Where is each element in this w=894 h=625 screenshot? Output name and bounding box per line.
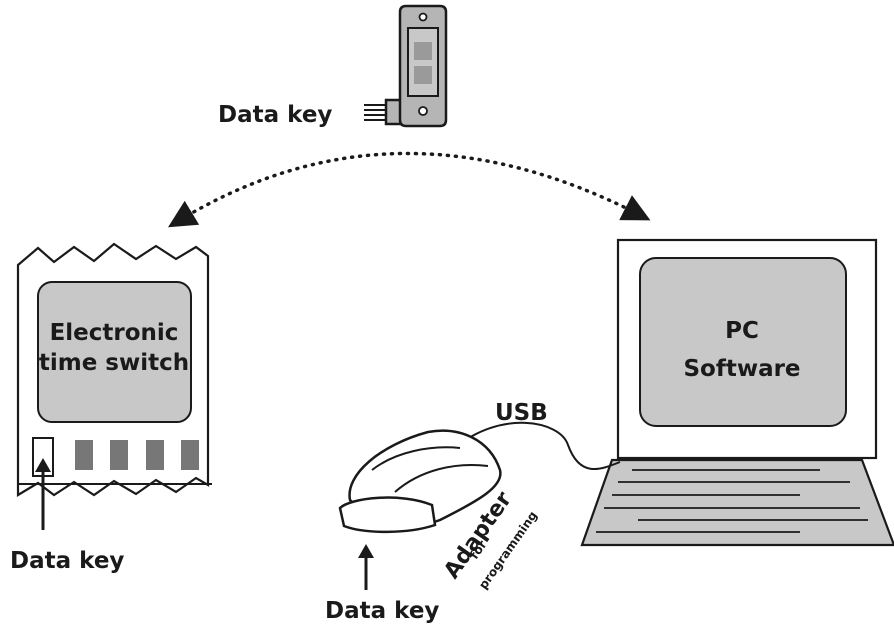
data-key-device xyxy=(364,4,448,128)
usb-cable xyxy=(454,421,621,471)
data-key-window xyxy=(407,27,439,97)
transfer-arrow xyxy=(168,151,651,228)
time-switch-button-2 xyxy=(110,440,128,470)
monitor-screen xyxy=(639,257,847,427)
switch-key-arrow-head xyxy=(35,458,51,472)
time-switch-label-line1: Electronic xyxy=(50,320,179,346)
usb-label: USB xyxy=(495,400,548,426)
computer xyxy=(580,238,894,547)
time-switch-label-line2: time switch xyxy=(39,350,189,376)
pc-label-line1: PC xyxy=(725,318,759,344)
time-switch-button-1 xyxy=(75,440,93,470)
pc-label-line2: Software xyxy=(683,356,800,382)
adapter-front xyxy=(338,496,437,534)
data-key-hole-bottom xyxy=(418,106,428,116)
adapter-device xyxy=(338,429,502,534)
time-switch xyxy=(16,242,212,497)
time-switch-display xyxy=(37,281,192,423)
time-switch-button-4 xyxy=(181,440,199,470)
data-key-adapter-label: Data key xyxy=(325,598,439,624)
adapter-key-arrow-head xyxy=(358,544,374,558)
data-key-switch-label: Data key xyxy=(10,548,124,574)
data-key-top-label: Data key xyxy=(218,102,332,128)
keyboard-lines xyxy=(596,469,868,533)
time-switch-button-3 xyxy=(146,440,164,470)
data-key-hole-top xyxy=(418,12,428,22)
